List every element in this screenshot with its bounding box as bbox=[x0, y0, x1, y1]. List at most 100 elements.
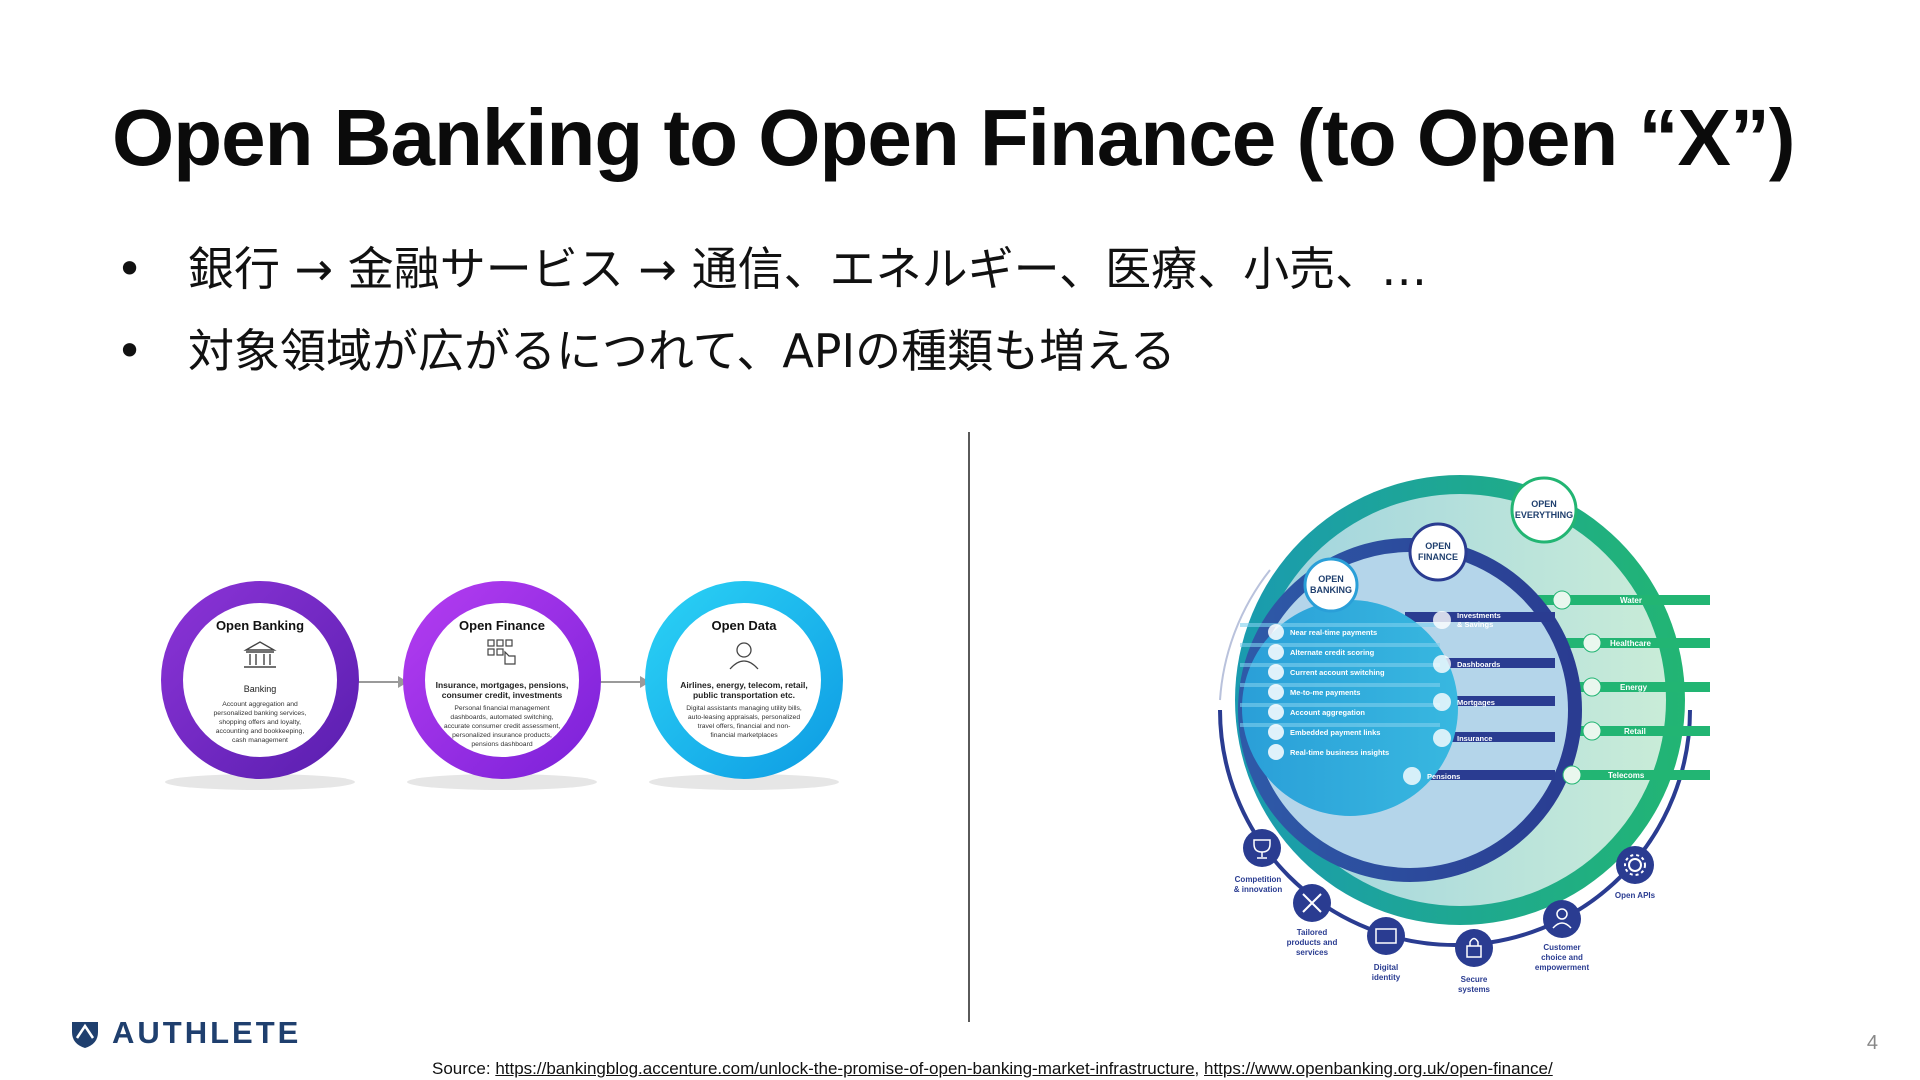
banking-item: Alternate credit scoring bbox=[1290, 648, 1375, 657]
authlete-logo: AUTHLETE bbox=[68, 1015, 301, 1051]
finance-item: & Savings bbox=[1457, 620, 1493, 629]
circle-desc: personalized insurance products, bbox=[452, 732, 552, 739]
circle-title: Open Data bbox=[711, 618, 777, 633]
banking-items: Near real-time payments Alternate credit… bbox=[1268, 624, 1389, 760]
circle-desc: pensions dashboard bbox=[471, 741, 532, 748]
slide-title: Open Banking to Open Finance (to Open “X… bbox=[112, 93, 1795, 182]
logo-text: AUTHLETE bbox=[112, 1015, 302, 1050]
banking-item: Account aggregation bbox=[1290, 708, 1365, 717]
lock-icon-item: Secure systems bbox=[1455, 929, 1493, 994]
open-everything-diagram: OPEN BANKING OPEN FINANCE OPEN EVERYTHIN… bbox=[1218, 475, 1710, 994]
circle-desc: personalized banking services, bbox=[214, 710, 307, 717]
bullet-item: • 銀行 → 金融サービス → 通信、エネルギー、医療、小売、… bbox=[112, 228, 1427, 310]
svg-text:empowerment: empowerment bbox=[1535, 963, 1590, 972]
svg-text:& innovation: & innovation bbox=[1234, 885, 1283, 894]
bullet-text: 銀行 → 金融サービス → 通信、エネルギー、医療、小売、… bbox=[188, 242, 1428, 296]
open-finance-badge: OPEN FINANCE bbox=[1408, 522, 1468, 582]
open-banking-badge: OPEN BANKING bbox=[1303, 557, 1359, 613]
source-separator: , bbox=[1194, 1059, 1204, 1078]
circle-subtitle: Banking bbox=[244, 684, 277, 694]
bullet-dot: • bbox=[116, 242, 144, 296]
bullet-text: 対象領域が広がるにつれて、APIの種類も増える bbox=[188, 324, 1176, 378]
everything-item: Energy bbox=[1620, 683, 1648, 692]
circle-title: Open Finance bbox=[459, 618, 545, 633]
banking-item: Real-time business insights bbox=[1290, 748, 1389, 757]
vertical-divider bbox=[968, 432, 970, 1022]
svg-text:Customer: Customer bbox=[1543, 943, 1580, 952]
source-link-openbanking[interactable]: https://www.openbanking.org.uk/open-fina… bbox=[1204, 1059, 1553, 1078]
finance-item: Investments bbox=[1457, 611, 1501, 620]
banking-item: Embedded payment links bbox=[1290, 728, 1380, 737]
svg-text:identity: identity bbox=[1372, 973, 1401, 982]
source-citation: Source: https://bankingblog.accenture.co… bbox=[432, 1059, 1553, 1079]
circle-desc: shopping offers and loyalty, bbox=[219, 719, 301, 726]
open-finance-circle: Open Finance Insurance, mortgages, pensi… bbox=[403, 581, 601, 779]
circle-subtitle: public transportation etc. bbox=[693, 690, 795, 700]
open-data-circle: Open Data Airlines, energy, telecom, ret… bbox=[645, 581, 843, 779]
banking-bars bbox=[1240, 623, 1440, 727]
open-banking-evolution-figure: Open Banking Banking Account aggregation… bbox=[161, 581, 843, 790]
svg-text:OPEN: OPEN bbox=[1425, 541, 1451, 551]
circle-desc: financial marketplaces bbox=[710, 732, 778, 739]
source-link-accenture[interactable]: https://bankingblog.accenture.com/unlock… bbox=[495, 1059, 1195, 1078]
tools-icon-item: Tailored products and services bbox=[1287, 884, 1338, 957]
circle-desc: accounting and bookkeeping, bbox=[216, 728, 305, 735]
circle-desc: accurate consumer credit assessment, bbox=[444, 723, 560, 730]
everything-item: Retail bbox=[1624, 727, 1646, 736]
circle-desc: Personal financial management bbox=[454, 705, 549, 712]
bullet-item: • 対象領域が広がるにつれて、APIの種類も増える bbox=[112, 310, 1427, 392]
circle-desc: auto-leasing appraisals, personalized bbox=[688, 714, 800, 721]
finance-items: Investments & Savings Dashboards Mortgag… bbox=[1403, 611, 1501, 785]
outer-benefits: Competition & innovation Tailored produc… bbox=[1234, 829, 1656, 994]
circle-subtitle: Insurance, mortgages, pensions, bbox=[436, 680, 569, 690]
circle-desc: Digital assistants managing utility bill… bbox=[686, 705, 802, 712]
open-everything-badge: OPEN EVERYTHING bbox=[1510, 476, 1578, 544]
finance-bars bbox=[1405, 612, 1555, 780]
banking-item: Current account switching bbox=[1290, 668, 1385, 677]
customer-icon-item: Customer choice and empowerment bbox=[1535, 900, 1590, 972]
finance-item: Dashboards bbox=[1457, 660, 1500, 669]
svg-text:Open APIs: Open APIs bbox=[1615, 891, 1656, 900]
id-card-icon-item: Digital identity bbox=[1367, 917, 1405, 982]
circle-subtitle: consumer credit, investments bbox=[442, 690, 563, 700]
authlete-shield-icon bbox=[72, 1022, 98, 1048]
banking-item: Me-to-me payments bbox=[1290, 688, 1360, 697]
svg-text:Secure: Secure bbox=[1461, 975, 1488, 984]
gear-icon-item: Open APIs bbox=[1615, 846, 1656, 900]
everything-item: Water bbox=[1620, 596, 1642, 605]
open-banking-circle: Open Banking Banking Account aggregation… bbox=[161, 581, 359, 779]
svg-text:services: services bbox=[1296, 948, 1329, 957]
everything-item: Telecoms bbox=[1608, 771, 1645, 780]
svg-text:EVERYTHING: EVERYTHING bbox=[1515, 510, 1573, 520]
circle-desc: travel offers, financial and non- bbox=[698, 723, 791, 730]
banking-item: Near real-time payments bbox=[1290, 628, 1377, 637]
finance-item: Mortgages bbox=[1457, 698, 1495, 707]
finance-item: Insurance bbox=[1457, 734, 1492, 743]
svg-text:Tailored: Tailored bbox=[1297, 928, 1328, 937]
person-icon bbox=[729, 642, 759, 670]
page-number: 4 bbox=[1866, 1032, 1878, 1054]
trophy-icon-item: Competition & innovation bbox=[1234, 829, 1283, 894]
source-prefix: Source: bbox=[432, 1059, 496, 1078]
svg-text:OPEN: OPEN bbox=[1318, 574, 1344, 584]
finance-item: Pensions bbox=[1427, 772, 1460, 781]
bullet-list: • 銀行 → 金融サービス → 通信、エネルギー、医療、小売、… • 対象領域が… bbox=[112, 228, 1427, 392]
svg-text:products and: products and bbox=[1287, 938, 1338, 947]
circle-title: Open Banking bbox=[216, 618, 304, 633]
everything-bars bbox=[1530, 595, 1710, 780]
everything-items: Water Healthcare Energy Retail Telecoms bbox=[1552, 590, 1651, 785]
svg-text:Digital: Digital bbox=[1374, 963, 1398, 972]
grid-hand-icon bbox=[487, 639, 516, 665]
svg-text:systems: systems bbox=[1458, 985, 1491, 994]
circle-desc: dashboards, automated switching, bbox=[450, 714, 553, 721]
circle-desc: cash management bbox=[232, 737, 288, 744]
svg-text:Competition: Competition bbox=[1235, 875, 1282, 884]
svg-text:BANKING: BANKING bbox=[1310, 585, 1352, 595]
circle-desc: Account aggregation and bbox=[222, 701, 298, 708]
everything-item: Healthcare bbox=[1610, 639, 1651, 648]
bank-icon bbox=[243, 641, 277, 668]
bullet-dot: • bbox=[116, 324, 144, 378]
svg-text:OPEN: OPEN bbox=[1531, 499, 1557, 509]
svg-text:FINANCE: FINANCE bbox=[1418, 552, 1458, 562]
svg-text:choice and: choice and bbox=[1541, 953, 1583, 962]
